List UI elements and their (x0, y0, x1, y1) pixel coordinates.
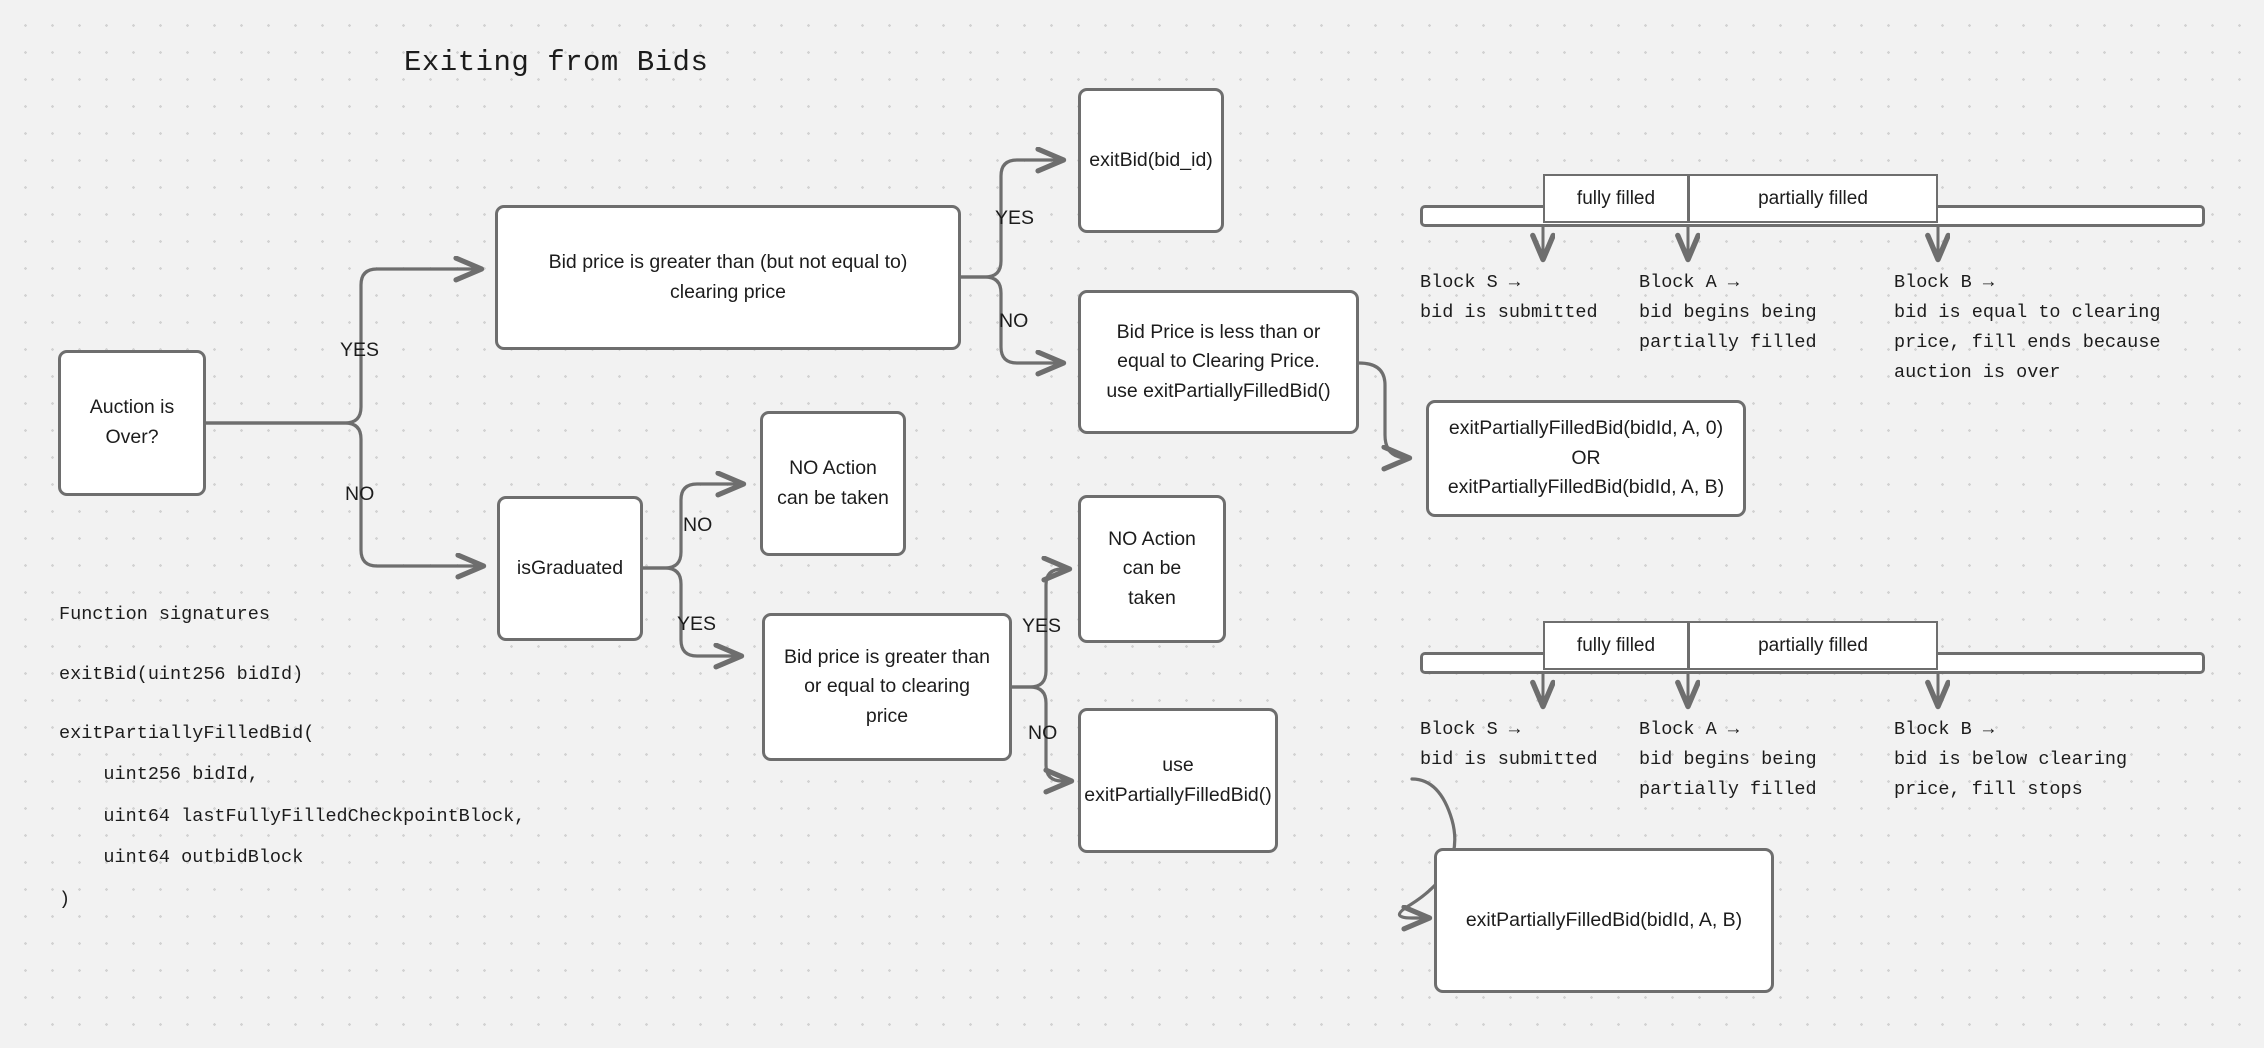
node-bid-greater-or-equal-clearing[interactable]: Bid price is greater than or equal to cl… (762, 613, 1012, 761)
timeline-1-segment-partially-filled[interactable]: partially filled (1688, 174, 1938, 223)
notes-heading: Function signatures (59, 604, 270, 625)
node-exit-partially-filled-bid-or[interactable]: exitPartiallyFilledBid(bidId, A, 0) OR e… (1426, 400, 1746, 517)
timeline-2-segment-partially-filled[interactable]: partially filled (1688, 621, 1938, 670)
edge-label-graduated-no: NO (683, 514, 713, 536)
node-no-action-can-be-taken-1[interactable]: NO Action can be taken (760, 411, 906, 556)
node-bid-greater-than-clearing[interactable]: Bid price is greater than (but not equal… (495, 205, 961, 350)
edge-label-clearing-yes: YES (1022, 615, 1062, 637)
node-use-exit-partially-filled-bid[interactable]: use exitPartiallyFilledBid() (1078, 708, 1278, 853)
timeline-2-marker-block-b: Block B → bid is below clearing price, f… (1894, 719, 2128, 801)
edge-label-auction-yes: YES (340, 339, 380, 361)
node-auction-over[interactable]: Auction is Over? (58, 350, 206, 496)
edge-graduated-yes (640, 566, 740, 656)
edge-label-price-yes: YES (995, 207, 1035, 229)
node-no-action-can-be-taken-2[interactable]: NO Action can be taken (1078, 495, 1226, 643)
timeline-1-marker-block-b: Block B → bid is equal to clearing price… (1894, 272, 2161, 384)
edge-label-price-no: NO (999, 310, 1029, 332)
timeline-1-marker-block-a: Block A → bid begins being partially fil… (1639, 272, 1817, 354)
page-title: Exiting from Bids (404, 46, 709, 79)
node-bid-less-or-equal-clearing[interactable]: Bid Price is less than or equal to Clear… (1078, 290, 1359, 434)
signature-exit-partially-filled-bid: exitPartiallyFilledBid( uint256 bidId, u… (59, 723, 526, 910)
edge-to-exitpartial-or (1357, 361, 1408, 458)
timeline-2-marker-block-a: Block A → bid begins being partially fil… (1639, 719, 1817, 801)
edge-label-clearing-no: NO (1028, 722, 1058, 744)
edge-label-auction-no: NO (345, 483, 375, 505)
node-exit-bid[interactable]: exitBid(bid_id) (1078, 88, 1224, 233)
timeline-2-marker-block-s: Block S → bid is submitted (1420, 719, 1598, 771)
timeline-2-segment-fully-filled[interactable]: fully filled (1543, 621, 1689, 670)
edge-label-graduated-yes: YES (677, 613, 717, 635)
node-exit-partially-filled-bid-ab[interactable]: exitPartiallyFilledBid(bidId, A, B) (1434, 848, 1774, 993)
timeline-1-segment-fully-filled[interactable]: fully filled (1543, 174, 1689, 223)
signature-exit-bid: exitBid(uint256 bidId) (59, 664, 304, 685)
edge-auction-no (204, 421, 482, 566)
node-is-graduated[interactable]: isGraduated (497, 496, 643, 641)
timeline-1-marker-block-s: Block S → bid is submitted (1420, 272, 1598, 324)
